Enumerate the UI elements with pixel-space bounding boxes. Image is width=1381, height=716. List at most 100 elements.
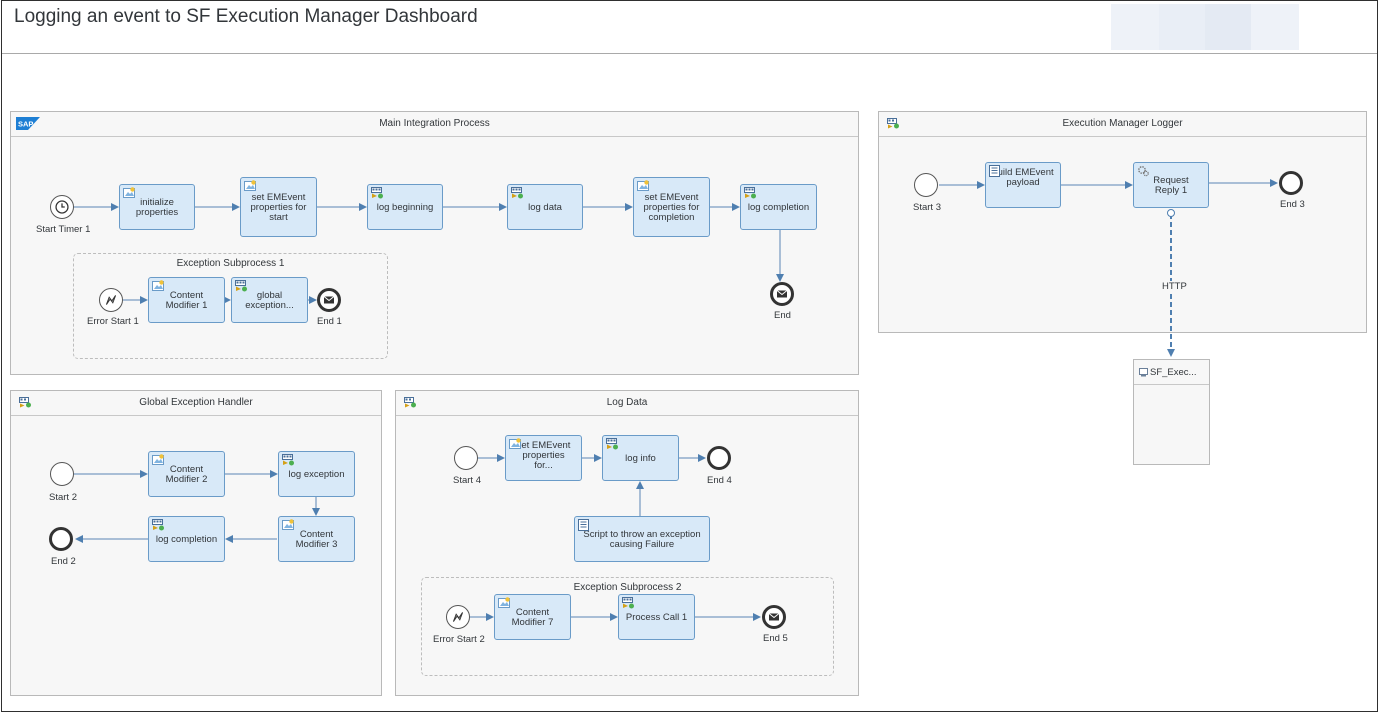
pool-title-text: Log Data <box>606 397 648 408</box>
connection-label-http: HTTP <box>1162 281 1187 292</box>
end-3-label: End 3 <box>1280 199 1305 210</box>
task-content-modifier-3[interactable]: Content Modifier 3 <box>278 516 355 562</box>
task-label: initialize properties <box>135 197 179 218</box>
end-3-event[interactable] <box>1279 171 1303 195</box>
task-label: set EMEvent properties for completion <box>643 192 700 223</box>
subprocess-title: Exception Subprocess 2 <box>573 582 682 593</box>
error-start-event-2[interactable] <box>446 605 470 629</box>
task-build-emevent-payload[interactable]: build EMEvent payload <box>985 162 1061 208</box>
integration-process-icon <box>404 397 417 408</box>
start-4-label: Start 4 <box>453 475 481 486</box>
pool-title-text: Global Exception Handler <box>139 397 253 408</box>
task-label: build EMEvent payload <box>992 167 1054 188</box>
timer-icon <box>55 200 69 214</box>
task-log-info[interactable]: log info <box>602 435 679 481</box>
end-2-label: End 2 <box>51 556 76 567</box>
content-modifier-icon <box>123 187 136 199</box>
receiver-label: SF_Exec... <box>1150 367 1197 378</box>
task-script-throw-exception[interactable]: Script to throw an exception causing Fai… <box>574 516 710 562</box>
task-label: Process Call 1 <box>625 612 688 623</box>
end-label: End <box>774 310 791 321</box>
end-4-event[interactable] <box>707 446 731 470</box>
receiver-header: SF_Exec... <box>1134 360 1209 385</box>
start-2-event[interactable] <box>50 462 74 486</box>
content-modifier-icon <box>509 438 522 450</box>
integration-process-icon <box>887 118 900 129</box>
end-2-event[interactable] <box>49 527 73 551</box>
start-2-label: Start 2 <box>49 492 77 503</box>
error-start-2-label: Error Start 2 <box>433 634 485 645</box>
task-set-emevent-properties[interactable]: set EMEvent properties for... <box>505 435 582 481</box>
error-start-1-label: Error Start 1 <box>87 316 139 327</box>
svg-text:SAP: SAP <box>18 120 33 129</box>
process-call-icon <box>622 597 635 609</box>
start-3-event[interactable] <box>914 173 938 197</box>
pool-title: Execution Manager Logger <box>879 112 1366 137</box>
task-label: log beginning <box>376 202 434 213</box>
task-log-data[interactable]: log data <box>507 184 583 230</box>
content-modifier-icon <box>244 180 257 192</box>
task-process-call-1[interactable]: Process Call 1 <box>618 594 695 640</box>
task-label: Script to throw an exception causing Fai… <box>583 529 701 550</box>
process-call-icon <box>235 280 248 292</box>
toolbar-segment <box>1205 4 1251 50</box>
task-label: Content Modifier 7 <box>511 607 554 628</box>
task-set-emevent-completion[interactable]: set EMEvent properties for completion <box>633 177 710 237</box>
header-divider <box>2 53 1377 54</box>
pool-title: SAP Main Integration Process <box>11 112 858 137</box>
process-call-icon <box>511 187 524 199</box>
task-label: log exception <box>288 469 345 480</box>
sap-logo-icon: SAP <box>16 117 40 130</box>
task-label: global exception... <box>245 290 294 311</box>
content-modifier-icon <box>498 597 511 609</box>
end-5-label: End 5 <box>763 633 788 644</box>
start-timer-event[interactable] <box>50 195 74 219</box>
task-label: Content Modifier 2 <box>165 464 208 485</box>
start-4-event[interactable] <box>454 446 478 470</box>
subprocess-title: Exception Subprocess 1 <box>176 258 285 269</box>
end-message-event[interactable] <box>770 282 794 306</box>
header-toolbar-placeholder <box>1111 4 1299 50</box>
toolbar-segment <box>1159 4 1205 50</box>
pool-title: Log Data <box>396 391 858 416</box>
end-5-message-event[interactable] <box>762 605 786 629</box>
process-call-icon <box>152 519 165 531</box>
task-initialize-properties[interactable]: initialize properties <box>119 184 195 230</box>
error-start-event-1[interactable] <box>99 288 123 312</box>
task-label: Request Reply 1 <box>1153 175 1189 196</box>
task-global-exception[interactable]: global exception... <box>231 277 308 323</box>
task-label: set EMEvent properties for... <box>516 440 571 471</box>
task-log-exception[interactable]: log exception <box>278 451 355 497</box>
task-content-modifier-2[interactable]: Content Modifier 2 <box>148 451 225 497</box>
task-label: log completion <box>747 202 810 213</box>
pool-execution-manager-logger[interactable]: Execution Manager Logger <box>878 111 1367 333</box>
end-1-message-event[interactable] <box>317 288 341 312</box>
subprocess-exception-2[interactable]: Exception Subprocess 2 <box>421 577 834 676</box>
task-content-modifier-7[interactable]: Content Modifier 7 <box>494 594 571 640</box>
receiver-system-icon <box>1139 368 1148 377</box>
task-content-modifier-1[interactable]: Content Modifier 1 <box>148 277 225 323</box>
script-icon <box>989 165 1002 177</box>
subprocess-exception-1[interactable]: Exception Subprocess 1 <box>73 253 388 359</box>
page-title: Logging an event to SF Execution Manager… <box>14 6 478 27</box>
task-label: log data <box>528 202 562 213</box>
task-label: set EMEvent properties for start <box>250 192 307 223</box>
task-log-completion[interactable]: log completion <box>740 184 817 230</box>
task-log-completion-handler[interactable]: log completion <box>148 516 225 562</box>
error-icon <box>105 295 117 305</box>
pool-main-integration-process[interactable]: SAP Main Integration Process <box>10 111 859 375</box>
receiver-sf-execution-manager[interactable]: SF_Exec... <box>1133 359 1210 465</box>
envelope-icon <box>768 613 780 621</box>
task-label: log completion <box>155 534 218 545</box>
task-set-emevent-start[interactable]: set EMEvent properties for start <box>240 177 317 237</box>
process-call-icon <box>282 454 295 466</box>
pool-title-text: Main Integration Process <box>379 118 490 129</box>
task-request-reply-1[interactable]: Request Reply 1 <box>1133 162 1209 208</box>
error-icon <box>452 612 464 622</box>
pool-title: Global Exception Handler <box>11 391 381 416</box>
task-log-beginning[interactable]: log beginning <box>367 184 443 230</box>
content-modifier-icon <box>152 280 165 292</box>
process-call-icon <box>371 187 384 199</box>
content-modifier-icon <box>282 519 295 531</box>
